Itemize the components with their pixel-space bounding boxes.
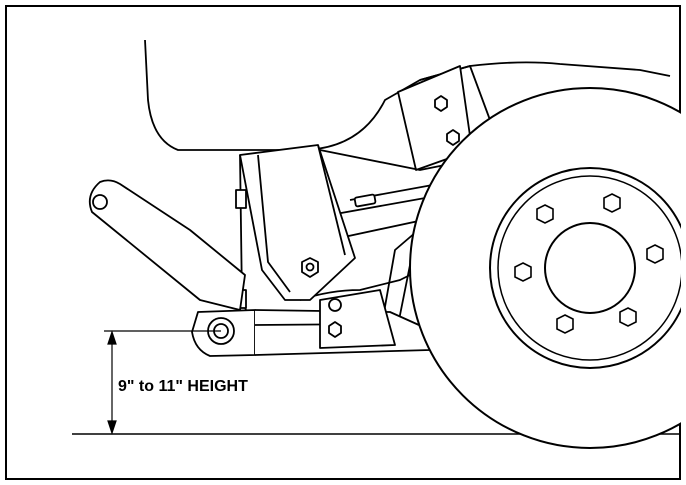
- arrow-up: [107, 330, 117, 345]
- lug-nuts: [514, 193, 664, 334]
- height-label: 9" to 11" HEIGHT: [118, 378, 248, 395]
- mount-plate: [235, 144, 377, 321]
- arrow-down: [107, 420, 117, 435]
- hub: [544, 222, 636, 314]
- rear-arm: [88, 179, 246, 311]
- bolt-head: [328, 321, 342, 338]
- arm-pin-hole: [92, 194, 108, 210]
- wheel: [409, 87, 686, 449]
- upper-bracket: [397, 65, 473, 171]
- height-dimension: [104, 330, 221, 435]
- bolt-head: [446, 129, 460, 146]
- bolt-head: [434, 95, 448, 112]
